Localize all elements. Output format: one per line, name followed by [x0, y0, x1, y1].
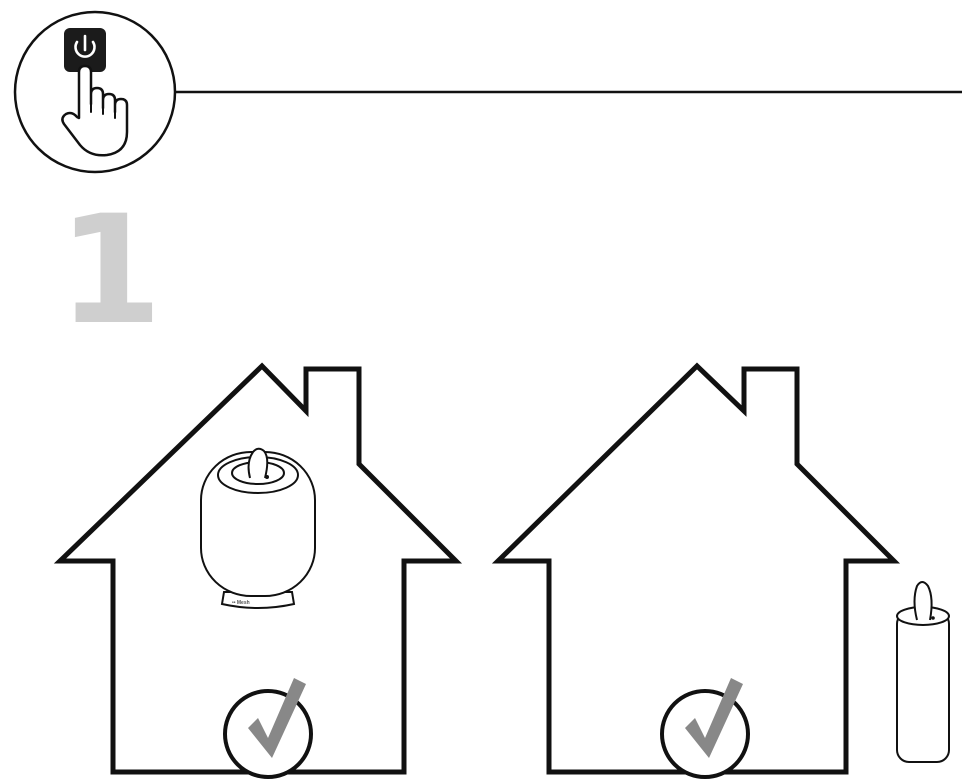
power-button-press-icon — [15, 12, 175, 172]
device-brand-label: •• Mesh — [232, 600, 250, 606]
indoor-speaker-device-icon: •• Mesh — [201, 449, 315, 608]
outdoor-cylinder-device-icon — [897, 582, 949, 762]
step-number: 1 — [58, 196, 162, 346]
